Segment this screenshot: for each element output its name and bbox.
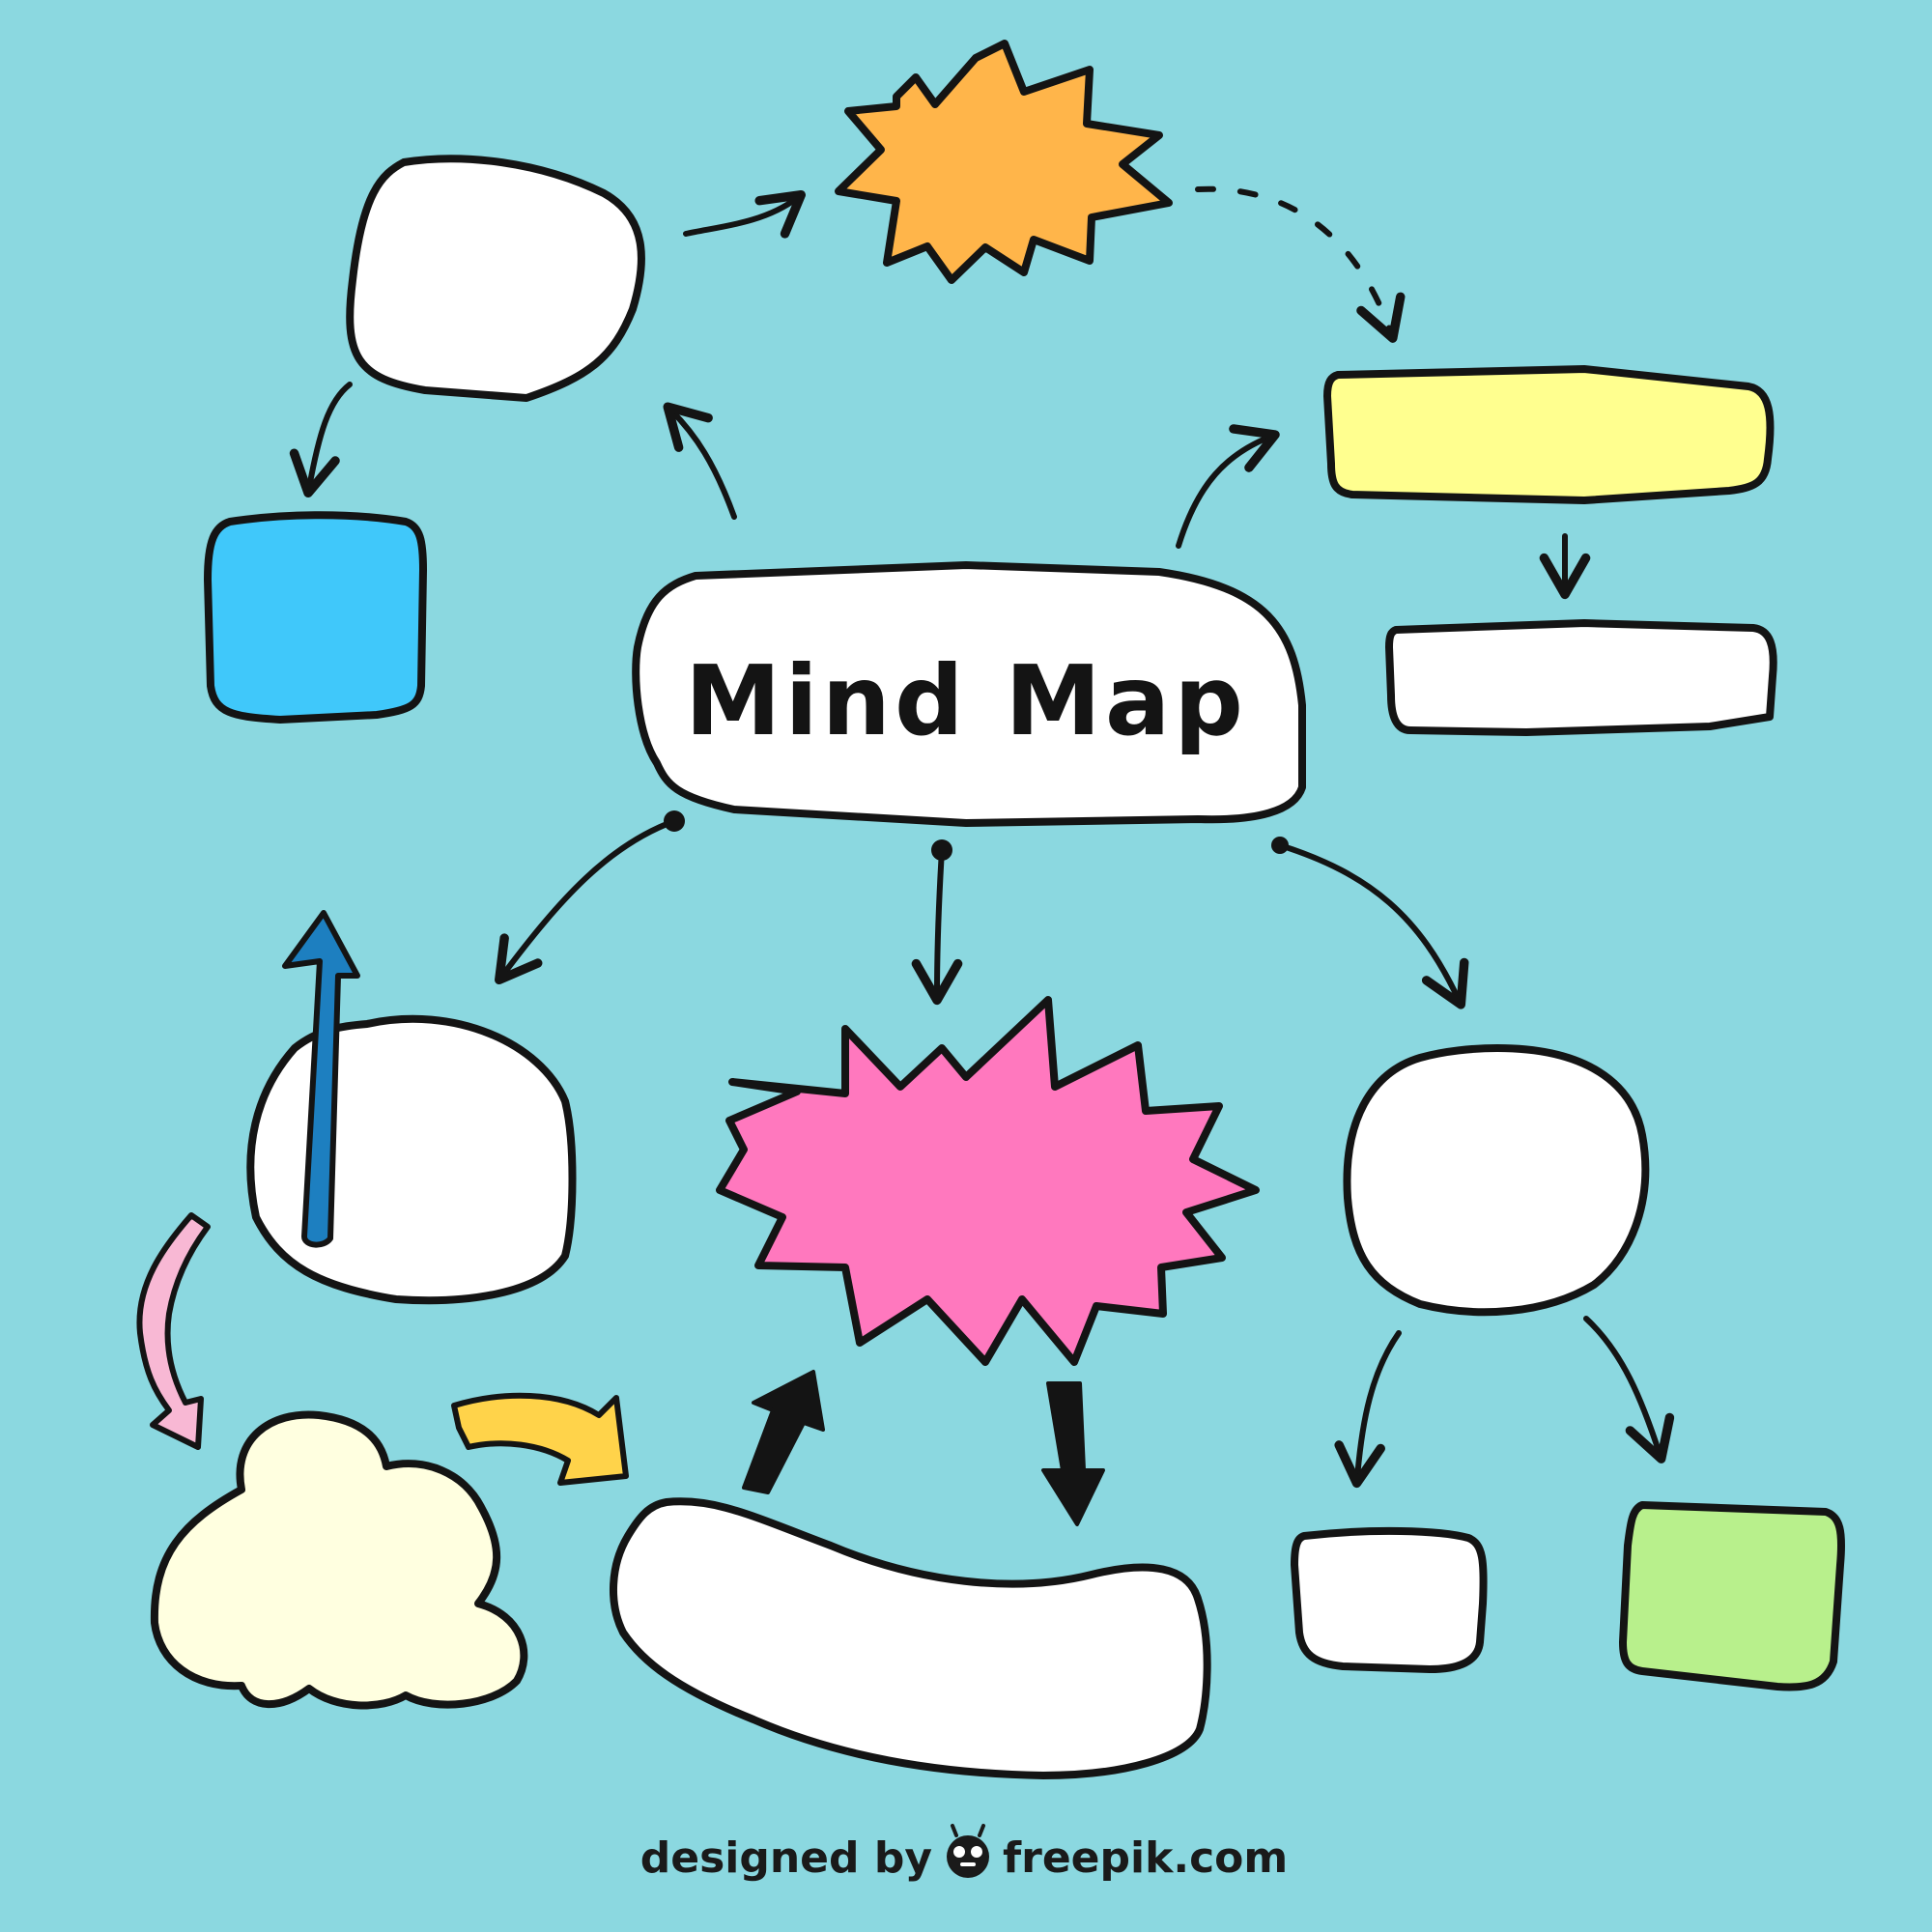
black-arrow-up [742, 1370, 825, 1494]
connector-top-left-to-top-burst [683, 189, 807, 239]
connector-dot-middle [931, 839, 952, 861]
yellow-curved-arrow [451, 1392, 629, 1486]
node-center-mind-map [632, 561, 1306, 827]
connector-dot-right [1271, 837, 1289, 854]
node-small-white-box [1291, 1526, 1488, 1673]
black-arrow-down [1041, 1381, 1105, 1526]
credit-brand: freepik.com [1003, 1833, 1288, 1883]
node-bottom-right-circle [1343, 1044, 1650, 1317]
footer-credit: designed by freepik.com [640, 1824, 1288, 1883]
connector-center-to-yellow-bar [1176, 424, 1280, 549]
connector-center-to-bottom-right [1277, 842, 1469, 1009]
node-top-starburst [835, 40, 1173, 284]
node-center-pink-starburst [716, 996, 1260, 1366]
freepik-logo-icon [947, 1824, 989, 1878]
node-left-blue-box [204, 511, 427, 724]
node-curved-banner [609, 1497, 1211, 1779]
node-top-right-yellow-bar [1323, 365, 1775, 504]
connector-center-to-top-left [663, 402, 737, 520]
node-green-box [1619, 1501, 1846, 1691]
connector-top-left-to-blue-box [289, 382, 353, 498]
credit-prefix: designed by [640, 1833, 932, 1883]
connector-center-to-pink-burst [911, 847, 963, 1006]
connector-bottom-right-to-green-box [1583, 1316, 1675, 1463]
connector-bottom-right-to-small-box [1334, 1330, 1402, 1489]
blue-up-arrow [282, 910, 360, 1248]
connector-top-burst-to-yellow-bar [1195, 185, 1406, 343]
node-top-left-circle [346, 155, 645, 402]
pink-curved-arrow [136, 1212, 211, 1450]
node-bottom-left-circle [246, 1014, 577, 1305]
center-title: Mind Map [685, 644, 1247, 757]
node-cloud [150, 1410, 528, 1710]
connector-dot-left [664, 810, 685, 832]
connector-center-to-bottom-left [495, 818, 677, 985]
node-right-white-bar [1385, 619, 1777, 736]
